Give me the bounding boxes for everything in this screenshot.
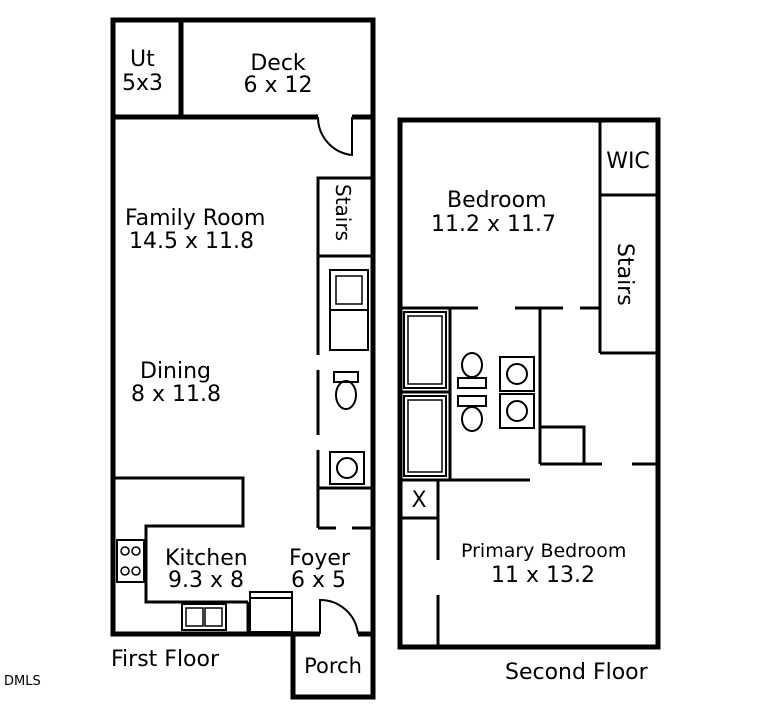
first-floor-exterior-wall (110, 17, 376, 637)
closet-box (398, 478, 440, 520)
sink-icon-3 (499, 393, 535, 429)
deck-door-swing (316, 116, 353, 157)
closet-label: X (411, 488, 426, 513)
toilet-icon-2 (461, 352, 483, 378)
linen-closet-wall (540, 425, 586, 464)
porch-wall (290, 634, 376, 700)
toilet-tank-3 (457, 395, 487, 407)
deck-name: Deck (250, 51, 306, 76)
burner-3 (120, 566, 130, 576)
utility-size: 5x3 (122, 71, 163, 96)
bathtub-icon-2 (403, 395, 447, 477)
kitchen-size: 9.3 x 8 (168, 568, 244, 593)
sink-basin-3 (506, 400, 528, 422)
toilet-tank-2 (457, 377, 487, 389)
sink-icon-2 (499, 356, 535, 392)
second-floor-exterior-wall (397, 117, 661, 650)
toilet-icon (335, 380, 357, 410)
family-room-name: Family Room (125, 206, 265, 231)
bathtub-icon (403, 311, 447, 389)
family-room-size: 14.5 x 11.8 (129, 229, 254, 254)
labels: Ut 5x3 Deck 6 x 12 Family Room 14.5 x 11… (4, 47, 650, 689)
kitchen-sink-icon (181, 603, 227, 631)
first-floor-stairs-box (316, 176, 375, 258)
bedroom-size: 11.2 x 11.7 (431, 212, 556, 237)
sink-basin-2 (506, 363, 528, 385)
foyer-size: 6 x 5 (291, 568, 346, 593)
bathtub-inner (407, 315, 443, 385)
second-floor-caption: Second Floor (505, 660, 649, 685)
first-floor-caption: First Floor (111, 647, 220, 672)
utility-name: Ut (130, 47, 155, 72)
second-floor-plan (397, 117, 661, 650)
deck-size: 6 x 12 (244, 73, 313, 98)
burner-2 (131, 546, 141, 556)
kitchen-counter (113, 476, 248, 604)
front-door-swing (319, 598, 359, 635)
primary-bedroom-size: 11 x 13.2 (491, 563, 595, 588)
toilet-tank (333, 371, 359, 383)
kitchen-sink-basin-1 (185, 607, 204, 627)
bathtub-inner-2 (407, 399, 443, 473)
primary-bedroom-name: Primary Bedroom (461, 540, 626, 562)
toilet-icon-3 (461, 406, 483, 432)
dining-name: Dining (140, 359, 211, 384)
refrigerator-icon (249, 591, 293, 633)
kitchen-sink-basin-2 (204, 607, 223, 627)
stove-icon (116, 539, 145, 583)
bedroom-name: Bedroom (447, 188, 547, 213)
burner-4 (131, 566, 141, 576)
wic-label: WIC (606, 149, 650, 174)
porch-name: Porch (304, 654, 362, 678)
sink-basin (336, 457, 358, 479)
first-floor-plan (110, 17, 376, 700)
kitchen-name: Kitchen (165, 546, 248, 571)
second-floor-stairs-label: Stairs (612, 243, 637, 306)
watermark-text: DMLS (4, 674, 41, 689)
first-floor-stairs-label: Stairs (331, 184, 355, 241)
foyer-name: Foyer (289, 546, 351, 571)
washer-dryer-top (335, 275, 363, 305)
sink-icon (329, 451, 365, 485)
burner-1 (120, 546, 130, 556)
dining-size: 8 x 11.8 (131, 382, 221, 407)
